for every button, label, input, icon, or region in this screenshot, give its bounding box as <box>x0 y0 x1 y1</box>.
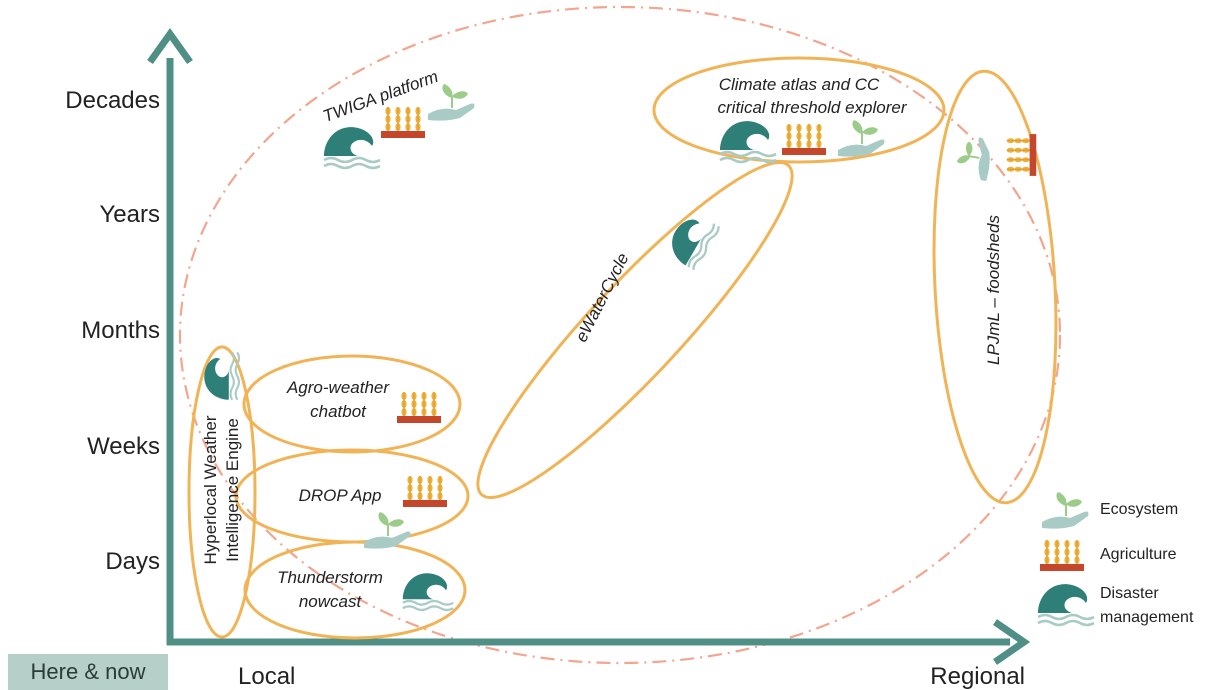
hyperlocal-label-line1: Hyperlocal Weather <box>201 415 220 564</box>
twiga-label: TWIGA platform <box>320 67 440 126</box>
y-tick-days: Days <box>105 548 160 575</box>
twiga-wave-icon <box>322 125 382 170</box>
here-and-now-label: Here & now <box>8 654 168 690</box>
thunderstorm-label-line2: nowcast <box>299 592 363 611</box>
hyperlocal-label-line2: Intelligence Engine <box>223 418 242 562</box>
thunderstorm-ellipse <box>243 540 467 640</box>
x-label-regional: Regional <box>930 663 1025 690</box>
agro-chatbot-ellipse <box>242 354 462 454</box>
agro-chatbot-wheat-icon <box>396 391 442 424</box>
drop-app-wheat-icon <box>402 475 448 508</box>
y-axis <box>147 27 193 645</box>
legend-disaster-label-line2: management <box>1100 609 1194 626</box>
thunderstorm-label-line1: Thunderstorm <box>277 568 383 587</box>
legend-agriculture-icon <box>1039 539 1085 572</box>
legend-ecosystem-icon <box>1041 491 1090 530</box>
y-tick-months: Months <box>81 317 160 344</box>
y-tick-weeks: Weeks <box>87 433 160 460</box>
agro-chatbot-label-line2: chatbot <box>310 402 367 421</box>
legend: Ecosystem Agriculture Disaster managemen… <box>1036 491 1194 627</box>
lpjml-ecosystem-icon <box>953 133 995 183</box>
hyperlocal-ellipse <box>187 345 257 639</box>
legend-disaster-icon <box>1036 582 1096 627</box>
twiga-wheat-icon <box>380 106 426 139</box>
climate-atlas-label-line2: critical threshold explorer <box>718 98 908 117</box>
climate-atlas-wheat-icon <box>781 123 827 156</box>
agro-chatbot-label-line1: Agro-weather <box>286 378 390 397</box>
drop-app-ecosystem-icon <box>363 511 412 550</box>
global-scope-dashdot-ellipse <box>178 5 1062 665</box>
drop-app-label: DROP App <box>299 486 382 505</box>
twiga-ecosystem-icon <box>427 83 476 122</box>
legend-disaster-label-line1: Disaster <box>1100 585 1159 602</box>
x-axis <box>167 619 1031 665</box>
x-label-local: Local <box>238 663 295 690</box>
lpjml-ellipse <box>932 69 1058 505</box>
legend-ecosystem-label: Ecosystem <box>1100 501 1178 518</box>
ewatercycle-ellipse <box>476 160 794 500</box>
lpjml-label: LPJmL – foodsheds <box>984 215 1003 365</box>
climate-atlas-ecosystem-icon <box>837 119 886 158</box>
y-tick-decades: Decades <box>65 87 160 114</box>
thunderstorm-wave-icon <box>401 572 455 612</box>
climate-atlas-label-line1: Climate atlas and CC <box>719 75 880 94</box>
y-tick-years: Years <box>100 201 161 228</box>
legend-agriculture-label: Agriculture <box>1100 546 1177 563</box>
ewatercycle-wave-icon <box>662 207 722 272</box>
climate-atlas-ellipse <box>652 56 946 164</box>
ewatercycle-label: eWaterCycle <box>572 250 633 345</box>
lpjml-wheat-icon <box>1006 133 1037 177</box>
